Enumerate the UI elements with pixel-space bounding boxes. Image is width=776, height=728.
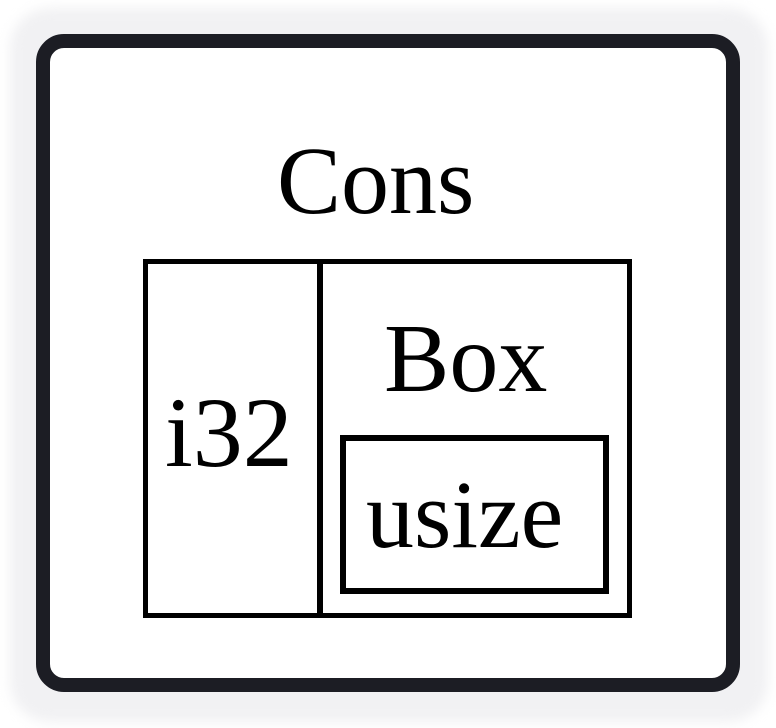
cons-box <box>143 259 632 618</box>
usize-label: usize <box>366 461 564 568</box>
diagram-frame <box>36 34 740 692</box>
usize-box <box>340 435 609 594</box>
cons-label: Cons <box>277 127 475 234</box>
box-label: Box <box>384 305 548 413</box>
cons-box-divider <box>317 259 323 618</box>
i32-label: i32 <box>165 377 293 488</box>
